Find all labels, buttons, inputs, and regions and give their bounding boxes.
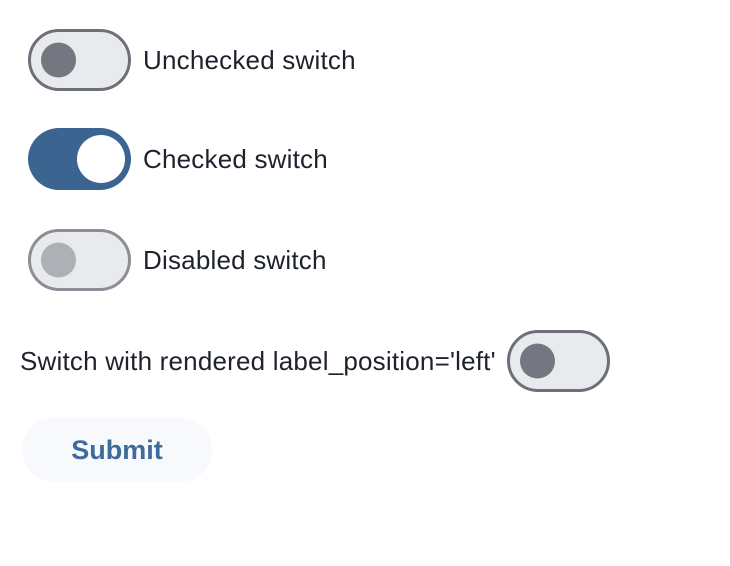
switch-row-disabled: Disabled switch	[28, 229, 327, 291]
switch-label: Switch with rendered label_position='lef…	[20, 345, 496, 376]
switch-row-checked: Checked switch	[28, 128, 328, 190]
switch-disabled	[28, 229, 131, 291]
switch-knob	[41, 42, 76, 78]
switch-label: Disabled switch	[143, 244, 327, 275]
switch-row-label-left: Switch with rendered label_position='lef…	[20, 330, 610, 392]
switch-checked[interactable]	[28, 128, 131, 190]
switch-label: Unchecked switch	[143, 44, 356, 75]
switch-knob	[77, 135, 125, 183]
switch-knob	[41, 242, 76, 278]
submit-button[interactable]: Submit	[22, 418, 212, 482]
switch-row-unchecked: Unchecked switch	[28, 29, 356, 91]
switch-label: Checked switch	[143, 143, 328, 174]
switch-label-left[interactable]	[506, 330, 610, 392]
switch-knob	[519, 343, 555, 379]
switch-unchecked[interactable]	[28, 29, 131, 91]
